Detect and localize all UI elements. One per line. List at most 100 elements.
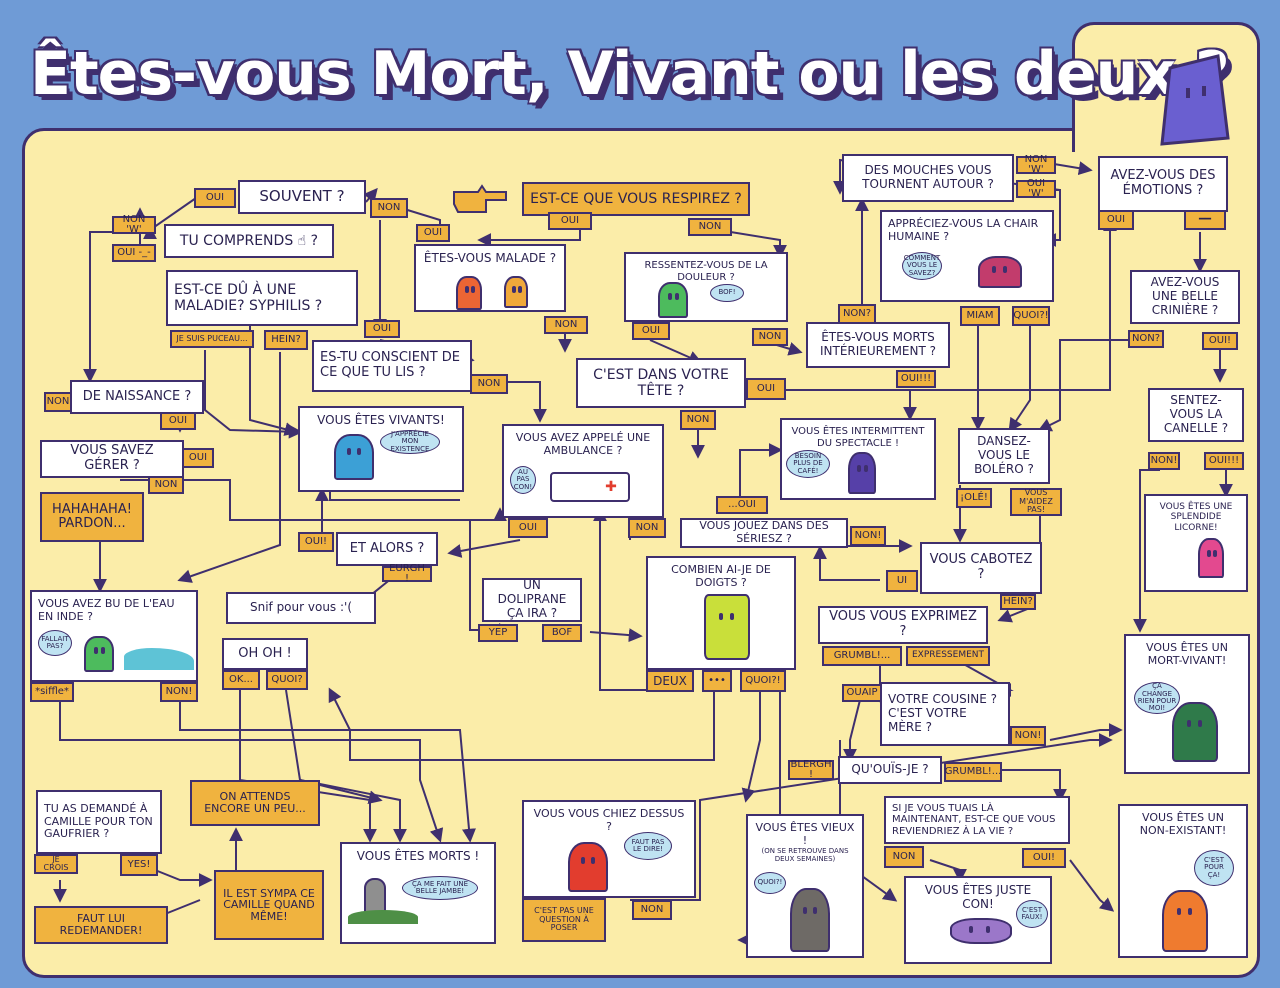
answer-quoi[interactable]: QUOI?! bbox=[1012, 306, 1050, 326]
answer-oui[interactable]: OUI bbox=[632, 322, 670, 340]
panel-text: Vous avez bu de l'eau en Inde ? bbox=[38, 597, 175, 623]
speech-bubble: Au pas con! bbox=[510, 466, 536, 494]
answer-ole[interactable]: ¡OLÉ! bbox=[956, 488, 992, 508]
answer-dots[interactable]: ••• bbox=[702, 670, 732, 692]
speech-bubble: C'est faux! bbox=[1016, 900, 1048, 928]
answer-oui[interactable]: OUI bbox=[182, 448, 214, 468]
answer-non-w[interactable]: NON 'w' bbox=[1016, 154, 1056, 175]
answer-eurgh[interactable]: EURGH ! bbox=[382, 563, 432, 584]
answer-oui[interactable]: OUI bbox=[548, 212, 592, 230]
character bbox=[84, 636, 114, 672]
question-quouis: Qu'ouïs-je ? bbox=[838, 756, 942, 784]
answer-hein[interactable]: HEIN? bbox=[264, 330, 308, 350]
panel-text: Ressentez-vous de la douleur ? bbox=[644, 260, 768, 283]
answer-non[interactable]: NON bbox=[470, 374, 508, 394]
panel-douleur: Ressentez-vous de la douleur ? BOF! bbox=[624, 252, 788, 322]
ambulance-icon: ✚ bbox=[550, 472, 630, 502]
answer-oui-dash[interactable]: OUI -_- bbox=[112, 244, 156, 262]
speech-bubble: Fallait pas? bbox=[38, 630, 72, 656]
answer-oui[interactable]: OUI bbox=[1098, 210, 1134, 230]
answer-non[interactable]: NON bbox=[628, 518, 666, 538]
answer-oui[interactable]: OUI bbox=[416, 224, 450, 242]
question-tuais: Si je vous tuais là maintenant, est-ce q… bbox=[884, 796, 1070, 844]
answer-non[interactable]: NON bbox=[44, 392, 72, 412]
speech-bubble: Quoi?! bbox=[754, 872, 786, 894]
panel-eau-inde: Vous avez bu de l'eau en Inde ? Fallait … bbox=[30, 590, 198, 682]
answer-cest-pas[interactable]: C'EST PAS UNE QUESTION À POSER bbox=[522, 898, 606, 942]
panel-subtext: (on se retrouve dans deux semaines) bbox=[761, 847, 849, 864]
grave-mound bbox=[348, 910, 418, 924]
panel-doigts: Combien ai-je de doigts ? bbox=[646, 556, 796, 670]
answer-dash[interactable]: ━━ bbox=[1184, 210, 1226, 230]
answer-oui-triple[interactable]: OUI!!! bbox=[896, 370, 936, 388]
answer-oui[interactable]: OUI! bbox=[1022, 848, 1066, 868]
answer-yep[interactable]: YEP bbox=[478, 624, 518, 642]
panel-vieux: Vous êtes vieux ! (on se retrouve dans d… bbox=[746, 814, 864, 958]
answer-blergh[interactable]: BLERGH ! bbox=[788, 759, 834, 780]
answer-non[interactable]: NON! bbox=[160, 682, 198, 702]
panel-licorne: Vous êtes une splendide licorne! bbox=[1144, 494, 1248, 592]
answer-yes[interactable]: YES! bbox=[120, 854, 158, 876]
answer-expressement[interactable]: EXPRESSEMENT bbox=[906, 646, 990, 666]
answer-oui[interactable]: OUI bbox=[746, 378, 786, 400]
panel-text: Vous êtes intermittent du spectacle ! bbox=[791, 426, 925, 449]
character bbox=[704, 594, 750, 660]
panel-vivants: Vous êtes vivants! J'apprécie mon existe… bbox=[298, 406, 464, 492]
answer-oui[interactable]: OUI bbox=[364, 320, 400, 338]
question-exprimez: Vous vous exprimez ? bbox=[818, 606, 988, 644]
speech-bubble: Ça me fait une belle jambe! bbox=[402, 876, 478, 900]
answer-oui[interactable]: OUI bbox=[160, 412, 196, 430]
answer-non[interactable]: NON bbox=[688, 218, 732, 236]
answer-oui[interactable]: OUI! bbox=[298, 532, 334, 552]
answer-non[interactable]: NON bbox=[370, 198, 408, 218]
answer-non[interactable]: NON bbox=[632, 900, 672, 920]
answer-ouaip[interactable]: OUAIP bbox=[842, 684, 882, 702]
answer-deux[interactable]: DEUX bbox=[646, 670, 694, 692]
answer-grumbl[interactable]: GRUMBL!... bbox=[822, 646, 902, 666]
answer-quoi[interactable]: QUOI? bbox=[266, 670, 308, 690]
panel-text: Appréciez-vous la chair humaine ? bbox=[888, 217, 1039, 243]
answer-quoi[interactable]: QUOI?! bbox=[740, 670, 786, 692]
answer-non-q[interactable]: NON? bbox=[1128, 330, 1164, 348]
answer-oui[interactable]: OUI!!! bbox=[1204, 452, 1244, 470]
answer-oui[interactable]: OUI bbox=[508, 518, 548, 538]
question-series: Vous jouez dans des sériesZ ? bbox=[680, 518, 848, 548]
answer-non-q[interactable]: NON? bbox=[838, 304, 876, 324]
question-tu-comprends: Tu comprends ☝ ? bbox=[164, 224, 334, 258]
answer-non[interactable]: NON! bbox=[850, 526, 886, 546]
answer-non[interactable]: NON bbox=[148, 476, 184, 494]
answer-oui-w[interactable]: OUI 'w' bbox=[1016, 178, 1056, 199]
answer-siffle[interactable]: *siffle* bbox=[30, 682, 74, 702]
answer-miam[interactable]: MIAM bbox=[960, 306, 1000, 326]
answer-non[interactable]: NON bbox=[752, 328, 788, 346]
question-savez-gerer: Vous savez gérer ? bbox=[40, 440, 184, 478]
answer-bof[interactable]: BOF bbox=[542, 624, 582, 642]
answer-non[interactable]: NON bbox=[884, 846, 924, 868]
answer-non[interactable]: NON bbox=[680, 410, 716, 430]
answer-je-suis-puceau[interactable]: JE SUIS PUCEAU... bbox=[170, 330, 254, 348]
answer-grumbl[interactable]: GRUMBL!... bbox=[944, 762, 1002, 782]
answer-je-crois[interactable]: JE CROIS bbox=[34, 854, 78, 874]
answer-non[interactable]: NON bbox=[544, 316, 588, 334]
attends-box: On attends encore un peu... bbox=[190, 780, 320, 826]
speech-bubble: Besoin plus de café! bbox=[786, 450, 830, 478]
question-camille: Tu as demandé à Camille pour ton gaufrie… bbox=[36, 790, 162, 854]
answer-oui[interactable]: OUI bbox=[194, 188, 236, 208]
hahaha-box: HAHAHAHA! pardon... bbox=[40, 492, 144, 542]
answer-non-w[interactable]: NON 'w' bbox=[112, 214, 156, 235]
answer-oui-dots[interactable]: ...OUI bbox=[716, 496, 768, 514]
answer-aidez[interactable]: VOUS M'AIDEZ PAS! bbox=[1010, 488, 1062, 516]
answer-non[interactable]: NON! bbox=[1148, 452, 1180, 470]
question-ohoh: Oh oh ! bbox=[222, 638, 308, 670]
answer-ui[interactable]: UI bbox=[886, 570, 918, 592]
answer-ok[interactable]: OK... bbox=[222, 670, 260, 690]
answer-hein[interactable]: HEIN? bbox=[1000, 594, 1036, 610]
answer-non[interactable]: NON! bbox=[1010, 726, 1046, 746]
panel-text: Vous êtes vivants! bbox=[317, 413, 445, 427]
question-et-alors: Et alors ? bbox=[336, 532, 438, 566]
character bbox=[848, 452, 876, 494]
character bbox=[456, 276, 482, 310]
redemander-box: Faut lui redemander! bbox=[34, 906, 168, 944]
mascot-icon bbox=[1160, 54, 1230, 146]
answer-oui[interactable]: OUI! bbox=[1202, 332, 1238, 350]
